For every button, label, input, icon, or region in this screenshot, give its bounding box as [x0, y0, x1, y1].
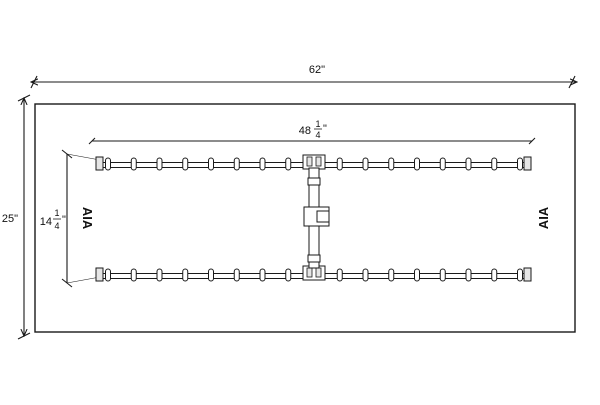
burner-port [336, 157, 343, 171]
h-burner-assembly [95, 154, 532, 282]
burner-spacing-whole: 14 [40, 216, 52, 228]
pan-outline [34, 103, 576, 333]
burner-length-denominator: 4 [315, 130, 320, 140]
burner-port [517, 268, 523, 282]
connector-coupling [307, 177, 321, 186]
center-tee [302, 154, 326, 170]
overall-height-label: 25" [2, 213, 18, 225]
burner-port [259, 268, 266, 282]
burner-port [259, 157, 266, 171]
burner-spacing-dimension: 14 1 4 " [40, 149, 101, 288]
burner-end-cap [523, 156, 532, 171]
burner-port [491, 157, 498, 171]
burner-spacing-denominator: 4 [54, 221, 59, 231]
center-tee-fitting [306, 156, 313, 167]
burner-port [388, 157, 395, 171]
burner-port [182, 157, 189, 171]
burner-port [208, 268, 214, 282]
burner-port [491, 268, 498, 282]
burner-port [182, 268, 189, 282]
burner-port [233, 268, 240, 282]
burner-length-dimension: 48 1 4 " [88, 119, 536, 145]
center-tee-fitting [315, 267, 322, 278]
connector-coupling [307, 254, 321, 263]
burner-end-cap [95, 156, 104, 171]
burner-spacing-unit: " [62, 214, 66, 226]
burner-port [233, 157, 240, 171]
center-tee-fitting [315, 156, 322, 167]
burner-end-cap [95, 267, 104, 282]
burner-port [388, 268, 395, 282]
burner-port [362, 157, 369, 171]
burner-port [414, 268, 420, 282]
overall-width-label: 62" [309, 64, 325, 76]
burner-length-unit: " [323, 123, 327, 135]
burner-spacing-numerator: 1 [54, 208, 59, 218]
burner-port [517, 157, 523, 171]
burner-port [130, 157, 137, 171]
burner-port [439, 268, 446, 282]
burner-port [105, 157, 111, 171]
overall-height-dimension: 25" [2, 94, 31, 340]
burner-length-numerator: 1 [315, 119, 320, 129]
burner-length-whole: 48 [299, 125, 311, 137]
burner-port [208, 157, 214, 171]
logo-right: AIA [536, 206, 551, 229]
gas-inlet-nipple [316, 210, 330, 223]
burner-port [285, 268, 292, 282]
burner-port [156, 157, 163, 171]
burner-port [105, 268, 111, 282]
burner-port [156, 268, 163, 282]
burner-port [362, 268, 369, 282]
logo-left: AIA [80, 207, 95, 230]
burner-port [336, 268, 343, 282]
burner-end-cap [523, 267, 532, 282]
burner-port [285, 157, 292, 171]
center-tee-fitting [306, 267, 313, 278]
burner-port [414, 157, 420, 171]
overall-width-dimension: 62" [31, 64, 577, 89]
burner-port [130, 268, 137, 282]
burner-port [465, 157, 472, 171]
burner-port [465, 268, 472, 282]
burner-port [439, 157, 446, 171]
